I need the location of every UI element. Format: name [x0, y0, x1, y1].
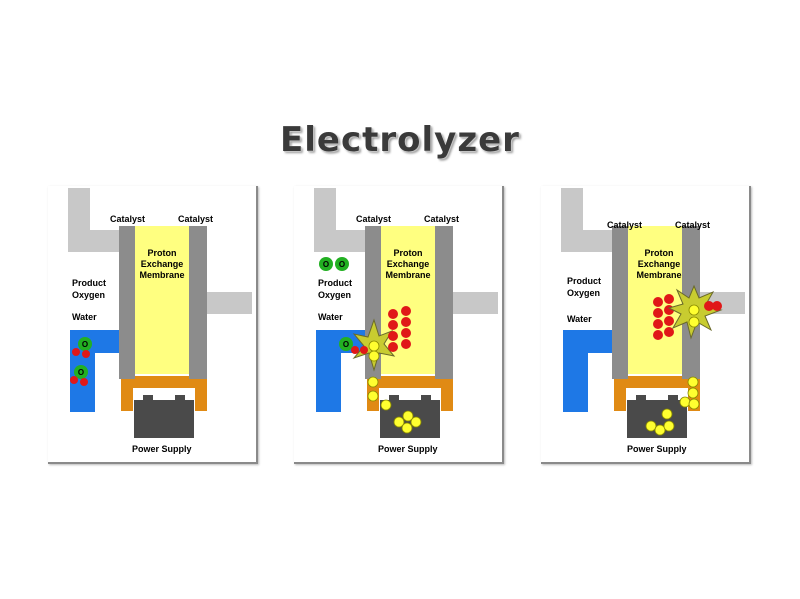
- water-molecule: O: [72, 337, 92, 358]
- circuit-wire: [614, 376, 700, 411]
- svg-text:O: O: [78, 368, 84, 377]
- oxygen-outlet-pipe: [68, 188, 120, 252]
- power-supply-label: Power Supply: [132, 444, 192, 454]
- oxygen-label: Oxygen: [567, 288, 601, 298]
- water-molecule: O: [70, 365, 88, 386]
- catalyst-left: [612, 226, 628, 379]
- power-supply-label: Power Supply: [627, 444, 687, 454]
- electrolyzer-panel-2: O O O Catalyst Catalyst P: [294, 186, 504, 464]
- power-supply-label: Power Supply: [378, 444, 438, 454]
- catalyst-left: [119, 226, 135, 379]
- proton-group: [388, 306, 411, 352]
- catalyst-label-right: Catalyst: [424, 214, 460, 224]
- water-molecule: O: [339, 337, 368, 354]
- panel-3-graphic: [561, 188, 745, 438]
- circuit-wire: [367, 376, 453, 411]
- hydrogen-molecule: [704, 301, 722, 311]
- proton-group: [653, 294, 674, 340]
- svg-text:O: O: [323, 260, 329, 269]
- water-label: Water: [72, 312, 97, 322]
- catalyst-right: [189, 226, 207, 379]
- catalyst-label-right: Catalyst: [178, 214, 214, 224]
- power-supply: [134, 400, 194, 438]
- hydrogen-outlet-pipe: [206, 292, 252, 314]
- electrolyzer-panel-1: O O Catalyst Catalyst Proton Exchange Me…: [48, 186, 258, 464]
- oxygen-outlet-pipe: [314, 188, 366, 252]
- proton-exchange-membrane: [135, 226, 189, 374]
- product-label: Product: [72, 278, 107, 288]
- catalyst-label-left: Catalyst: [356, 214, 392, 224]
- membrane-label: Proton Exchange Membrane: [139, 248, 185, 280]
- catalyst-right: [435, 226, 453, 379]
- circuit-wire: [121, 376, 207, 411]
- svg-text:O: O: [82, 340, 88, 349]
- electron-group: [645, 376, 700, 436]
- product-label: Product: [318, 278, 353, 288]
- membrane-label: Proton Exchange Membrane: [385, 248, 431, 280]
- svg-text:O: O: [343, 340, 349, 349]
- oxygen-label: Oxygen: [318, 290, 352, 300]
- catalyst-label-right: Catalyst: [675, 220, 711, 230]
- electrolyzer-panel-3: Catalyst Catalyst Proton Exchange Membra…: [541, 186, 751, 464]
- panel-1-graphic: O O: [68, 188, 252, 438]
- oxygen-outlet-pipe: [561, 188, 613, 252]
- membrane-label: Proton Exchange Membrane: [636, 248, 682, 280]
- catalyst-label-left: Catalyst: [607, 220, 643, 230]
- oxygen-label: Oxygen: [72, 290, 106, 300]
- electron-group: [367, 376, 422, 434]
- panel-2-graphic: O O O: [314, 188, 498, 438]
- page-title: Electrolyzer: [280, 120, 520, 160]
- catalyst-label-left: Catalyst: [110, 214, 146, 224]
- hydrogen-outlet-pipe: [452, 292, 498, 314]
- water-inlet: [563, 330, 613, 412]
- water-label: Water: [318, 312, 343, 322]
- product-label: Product: [567, 276, 602, 286]
- oxygen-molecule: O O: [319, 257, 349, 271]
- svg-text:O: O: [339, 260, 345, 269]
- water-label: Water: [567, 314, 592, 324]
